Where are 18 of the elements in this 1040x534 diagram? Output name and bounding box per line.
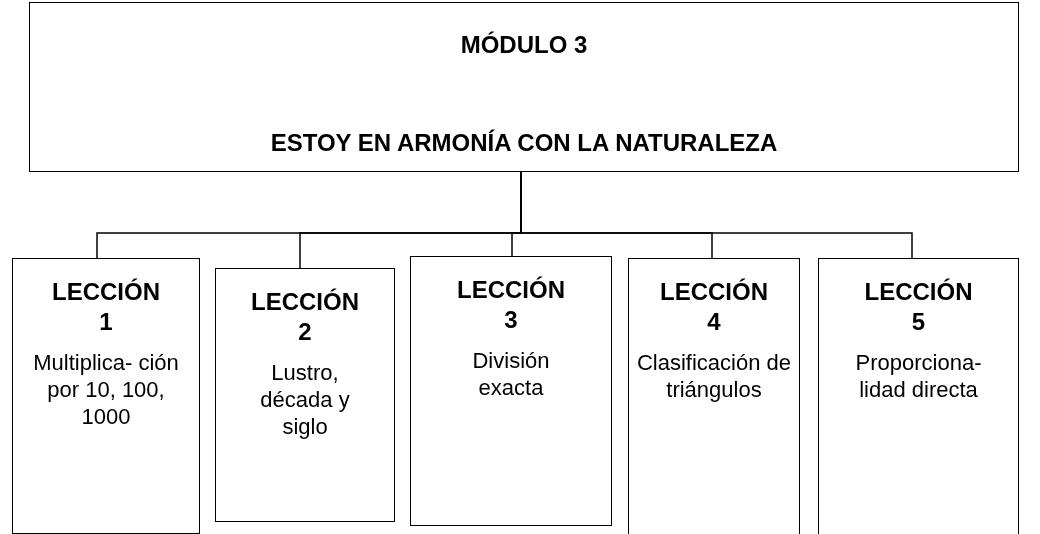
lesson-topic: Clasificación de triángulos [635, 349, 793, 403]
module-title: ESTOY EN ARMONÍA CON LA NATURALEZA [270, 129, 778, 157]
lesson-box [628, 258, 800, 534]
lesson-heading: LECCIÓN 1 [51, 277, 161, 337]
lesson-box [215, 268, 395, 522]
lesson-heading: LECCIÓN 3 [456, 275, 566, 335]
lesson-box [818, 258, 1019, 534]
lesson-topic: Lustro, década y siglo [259, 359, 351, 440]
lesson-topic: Proporciona- lidad directa [854, 349, 983, 403]
lesson-topic: División exacta [471, 347, 551, 401]
lesson-heading: LECCIÓN 2 [250, 287, 360, 347]
lesson-heading: LECCIÓN 4 [659, 277, 769, 337]
lesson-box [410, 256, 612, 526]
module-box [29, 2, 1019, 172]
lesson-topic: Multiplica- ción por 10, 100, 1000 [32, 349, 180, 430]
lesson-box [12, 258, 200, 534]
module-title: MÓDULO 3 [460, 31, 588, 59]
lesson-heading: LECCIÓN 5 [863, 277, 974, 337]
